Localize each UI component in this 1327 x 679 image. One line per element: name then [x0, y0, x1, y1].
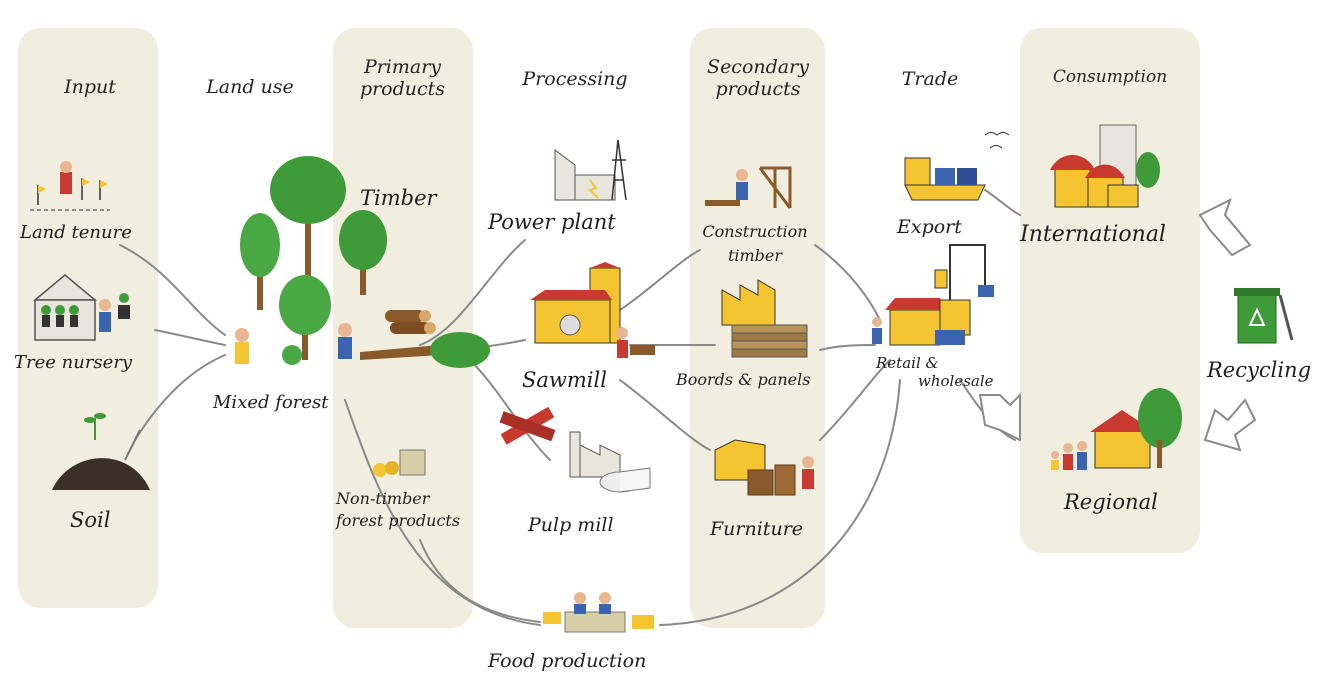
label-sawmill: Sawmill — [522, 368, 607, 392]
hollow-arrow-retail-to-regional — [978, 392, 1021, 442]
label-recycling: Recycling — [1207, 358, 1312, 382]
pulp-mill-illustration — [569, 431, 651, 493]
label-retail-wholesale: Retail &wholesale — [876, 354, 994, 390]
label-international: International — [1020, 222, 1166, 247]
hollow-arrow-to-recycling-1 — [1198, 198, 1252, 257]
label-export: Export — [897, 216, 962, 238]
mixed-forest-illustration — [235, 156, 490, 368]
flow-arrow-forest-to-food-production — [344, 399, 541, 626]
label-tree-nursery: Tree nursery — [14, 352, 133, 373]
international-city-illustration — [1050, 124, 1160, 208]
flow-arrow-sawmill-to-furniture — [619, 379, 711, 451]
header-trade: Trade — [901, 68, 959, 90]
flow-arrow-food-to-retail — [659, 379, 901, 626]
flow-arrow-land-tenure-to-forest — [119, 244, 226, 336]
retail-wholesale-illustration — [872, 244, 994, 346]
label-timber: Timber — [360, 186, 437, 210]
label-boards-panels: Boords & panels — [676, 370, 811, 389]
label-furniture: Furniture — [710, 518, 804, 540]
construction-timber-illustration — [705, 166, 792, 209]
label-mixed-forest: Mixed forest — [213, 392, 329, 413]
land-tenure-illustration — [30, 161, 110, 211]
label-food-production: Food production — [488, 650, 647, 672]
flow-arrow-nursery-to-forest — [154, 329, 226, 346]
recycling-bin-illustration — [1234, 288, 1294, 344]
flow-arrow-soil-to-forest — [134, 354, 226, 441]
tree-nursery-illustration — [32, 274, 130, 341]
export-ship-illustration — [904, 132, 1010, 201]
boards-panels-illustration — [721, 279, 808, 358]
flow-arrow-forest-to-power-plant — [419, 239, 526, 346]
sawn-beams-illustration — [499, 406, 556, 445]
flow-arrow-forest-to-pulp-mill — [469, 359, 551, 461]
header-input: Input — [64, 76, 116, 98]
header-processing: Processing — [522, 68, 628, 90]
regional-village-illustration — [1051, 388, 1182, 470]
flow-arrow-export-to-international — [984, 189, 1021, 216]
flow-arrow-non-timber-to-food — [419, 539, 541, 623]
food-production-illustration — [543, 592, 654, 633]
label-land-tenure: Land tenure — [20, 222, 132, 243]
sawmill-illustration — [530, 262, 655, 358]
label-power-plant: Power plant — [488, 210, 616, 234]
flow-arrow-furniture-to-retail — [819, 359, 891, 441]
soil-illustration — [52, 413, 150, 490]
non-timber-products-illustration — [373, 449, 426, 477]
flow-arrow-construction-to-retail — [814, 244, 881, 321]
flow-arrow-sawmill-to-construction — [619, 249, 701, 311]
header-land-use: Land use — [206, 76, 294, 98]
flow-arrow-boards-to-retail — [819, 344, 876, 351]
hollow-arrow-to-recycling-2 — [1203, 398, 1257, 452]
label-pulp-mill: Pulp mill — [528, 514, 614, 536]
label-regional: Regional — [1064, 490, 1158, 514]
timber-logs-illustration — [385, 310, 436, 334]
furniture-illustration — [714, 439, 814, 496]
power-plant-illustration — [554, 139, 627, 201]
header-consumption: Consumption — [1052, 67, 1168, 87]
label-soil: Soil — [70, 508, 111, 532]
